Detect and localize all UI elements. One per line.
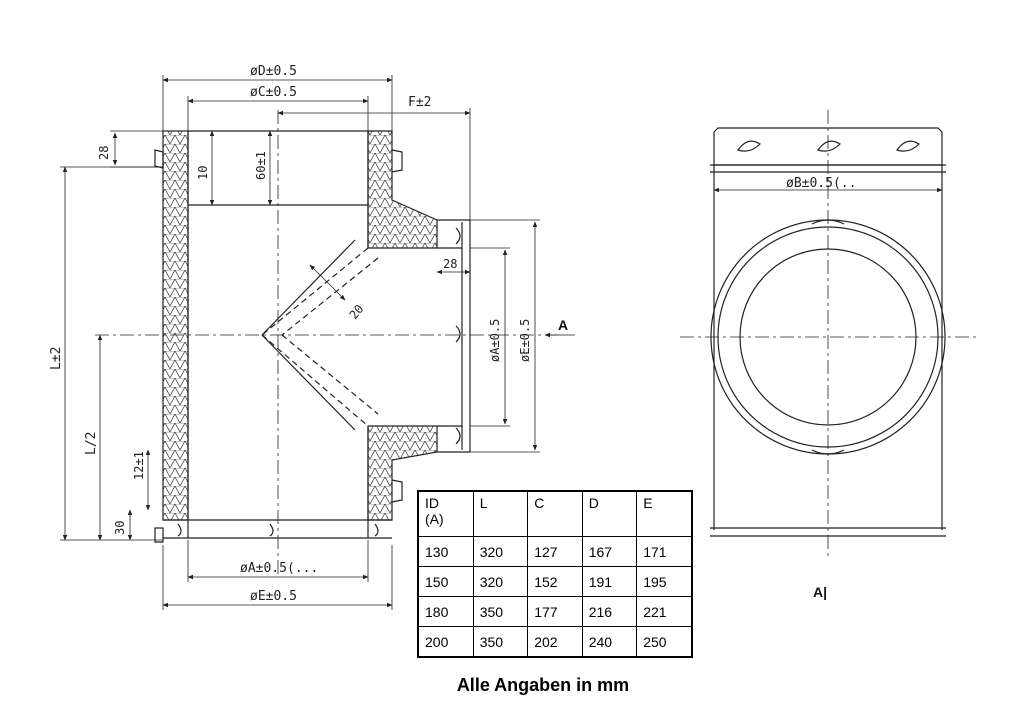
table-cell: 167 (581, 536, 638, 567)
view-a-label: A| (813, 584, 827, 600)
section-view (95, 110, 560, 575)
dim-a-bottom: øA±0.5(... (240, 561, 318, 576)
table-cell: 130 (417, 536, 474, 567)
table-cell: 152 (527, 566, 583, 597)
table-header-cell: C (527, 490, 583, 537)
table-cell: 200 (417, 626, 474, 658)
table-row: 180 350 177 216 221 (417, 596, 693, 627)
insulation-right-upper (367, 130, 438, 249)
table-cell: 171 (636, 536, 693, 567)
table-cell: 150 (417, 566, 474, 597)
dim-30: 30 (113, 521, 127, 535)
dim-60: 60±1 (254, 151, 268, 180)
units-note: Alle Angaben in mm (456, 675, 630, 695)
dim-l: L±2 (49, 347, 64, 370)
dim-10: 10 (196, 166, 210, 180)
table-cell: 177 (527, 596, 583, 627)
table-header-cell: D (581, 490, 638, 537)
table-cell: 221 (636, 596, 693, 627)
dim-12: 12±1 (132, 451, 146, 480)
dim-d: øD±0.5 (250, 64, 297, 79)
dim-e-branch: øE±0.5 (518, 319, 532, 362)
table-cell: 350 (472, 596, 529, 627)
dimension-table: ID (A) L C D E 130 320 127 167 171 150 3… (417, 490, 693, 658)
table-cell: 180 (417, 596, 474, 627)
dim-e-bottom: øE±0.5 (250, 589, 297, 604)
insulation-left (162, 130, 189, 521)
table-cell: 195 (636, 566, 693, 597)
table-header-cell: L (472, 490, 529, 537)
table-cell: 216 (581, 596, 638, 627)
table-header-cell: E (636, 490, 693, 537)
table-row: 130 320 127 167 171 (417, 536, 693, 567)
dim-b: øB±0.5(.. (786, 176, 856, 191)
table-row: 200 350 202 240 250 (417, 626, 693, 658)
table-header-row: ID (A) L C D E (417, 490, 693, 537)
dim-28-branch: 28 (443, 257, 457, 271)
table-cell: 240 (581, 626, 638, 658)
table-cell: 127 (527, 536, 583, 567)
dim-a-branch: øA±0.5 (488, 319, 502, 362)
arrow-a-label: A (558, 317, 568, 333)
table-header-cell: ID (A) (417, 490, 474, 537)
side-view (680, 110, 980, 560)
dim-20: 20 (347, 302, 367, 322)
table-cell: 320 (472, 566, 529, 597)
table-row: 150 320 152 191 195 (417, 566, 693, 597)
table-cell: 202 (527, 626, 583, 658)
dim-c: øC±0.5 (250, 85, 297, 100)
table-cell: 191 (581, 566, 638, 597)
dim-f: F±2 (408, 95, 431, 110)
table-cell: 250 (636, 626, 693, 658)
dim-28-top: 28 (97, 146, 111, 160)
table-cell: 320 (472, 536, 529, 567)
dimension-lines (60, 75, 575, 610)
table-cell: 350 (472, 626, 529, 658)
dim-l-half: L/2 (84, 432, 99, 455)
